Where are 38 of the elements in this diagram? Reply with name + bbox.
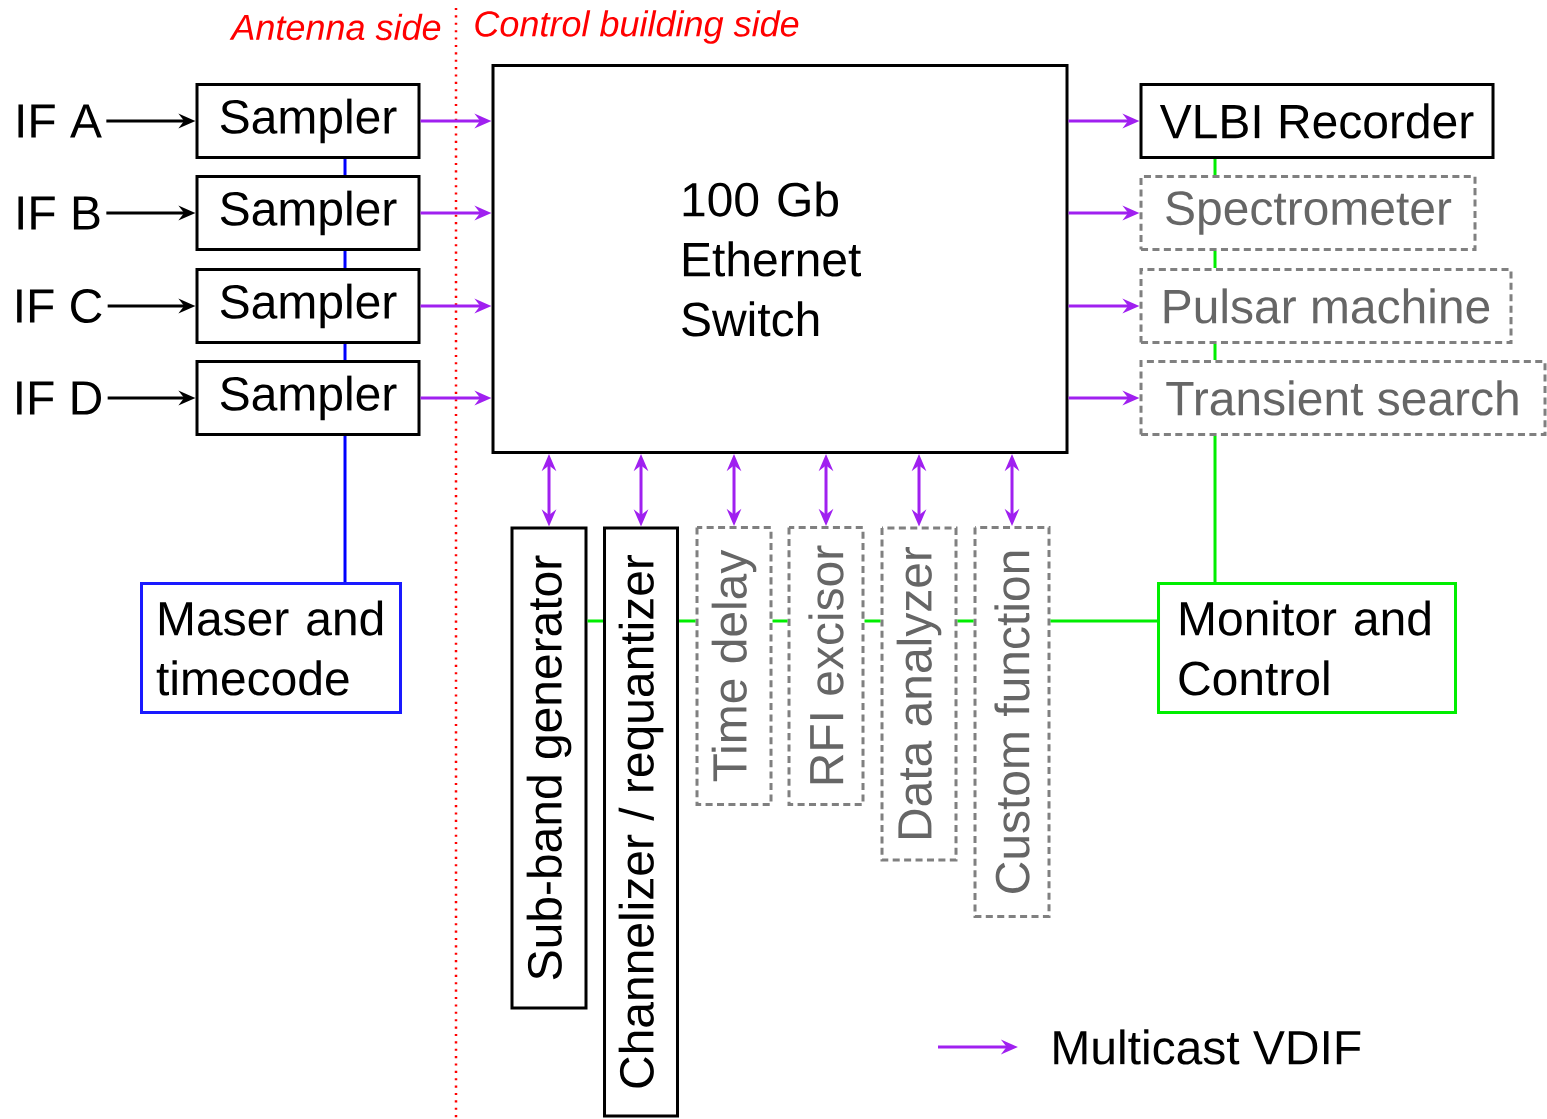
legend-label: Multicast VDIF xyxy=(1054,1029,1361,1065)
recorder-box: VLBI Recorder xyxy=(1139,83,1495,159)
process-box: Time delay xyxy=(695,526,773,806)
control-box: Monitor and Control xyxy=(1157,582,1457,714)
process-box: Pulsar machine xyxy=(1139,268,1513,344)
connector-line xyxy=(343,159,347,175)
sampler-box: Sampler xyxy=(195,360,421,436)
connector-line xyxy=(1213,344,1217,360)
process-box: Data analyzer xyxy=(880,526,958,862)
connector-line xyxy=(679,619,696,623)
switch-box: 100 Gb Ethernet Switch xyxy=(491,64,1069,454)
process-box: Custom function xyxy=(973,526,1051,918)
connector-line xyxy=(1213,159,1217,175)
connector-line xyxy=(1050,619,1157,623)
region-label: Control building side xyxy=(475,10,799,44)
process-box: Sub-band generator xyxy=(510,526,588,1010)
region-label: Antenna side xyxy=(229,13,441,41)
sampler-box: Sampler xyxy=(195,83,421,159)
process-box: Transient search xyxy=(1139,360,1547,436)
input-label: IF D xyxy=(17,381,101,415)
sampler-box: Sampler xyxy=(195,268,421,344)
process-box: RFI excisor xyxy=(787,526,865,806)
process-box: Spectrometer xyxy=(1139,175,1477,251)
sampler-box: Sampler xyxy=(195,175,421,251)
connector-line xyxy=(343,344,347,360)
process-box: Channelizer / requantizer xyxy=(603,526,679,1118)
connector-line xyxy=(343,436,347,582)
connector-line xyxy=(1213,436,1217,582)
connector-line xyxy=(772,619,788,623)
connector-line xyxy=(1213,251,1217,268)
input-label: IF A xyxy=(18,104,102,138)
input-label: IF B xyxy=(18,196,100,230)
input-label: IF C xyxy=(17,289,102,323)
connector-line xyxy=(587,619,603,623)
maser-box: Maser and timecode xyxy=(140,582,402,714)
connector-line xyxy=(957,619,974,623)
connector-line xyxy=(864,619,881,623)
connector-line xyxy=(343,251,347,268)
